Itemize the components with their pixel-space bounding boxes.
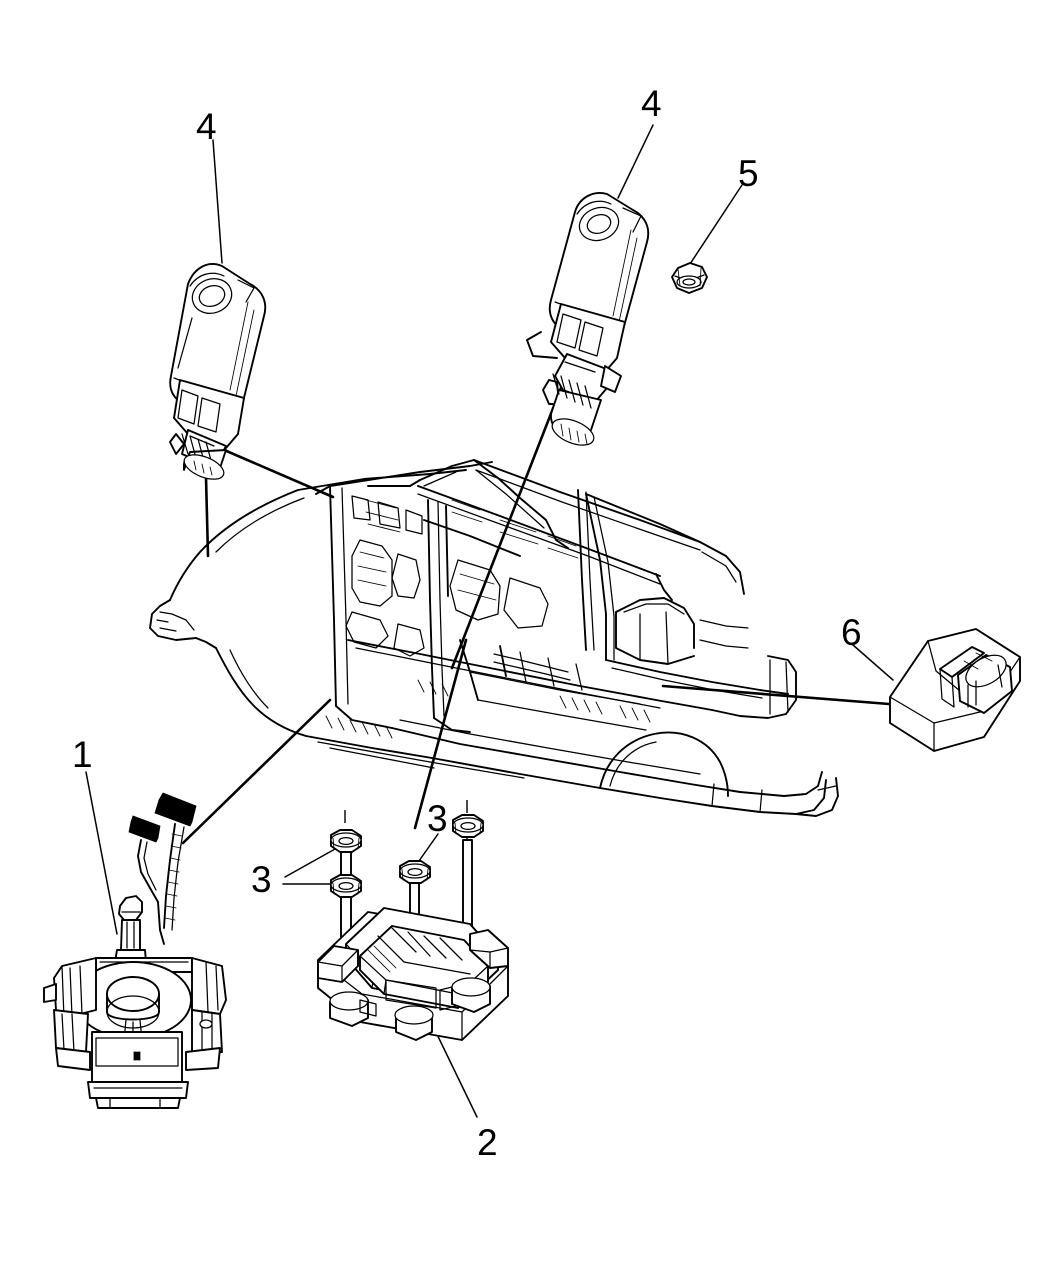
mounting-nut [399, 860, 431, 884]
callout-3-right: 3 [427, 798, 448, 839]
mounting-nut [330, 874, 362, 898]
mounting-nut [330, 829, 362, 853]
rollover-sensor [889, 628, 1021, 752]
callout-6: 6 [841, 612, 862, 653]
assembly-lines [181, 355, 891, 845]
callout-2: 2 [477, 1122, 498, 1163]
callout-1: 1 [72, 734, 93, 775]
clockspring [43, 792, 227, 1109]
impact-sensor-left [169, 263, 267, 480]
callout-5: 5 [738, 153, 759, 194]
vehicle-body-shell [149, 459, 839, 817]
sensor-nut [671, 262, 708, 294]
impact-sensor-right [526, 192, 650, 446]
callout-4-left: 4 [196, 106, 217, 147]
callout-3-left: 3 [251, 859, 272, 900]
airbag-control-module [317, 907, 509, 1041]
leader-lines [85, 124, 894, 1118]
callout-4-right: 4 [641, 83, 662, 124]
mounting-nut [452, 814, 484, 838]
